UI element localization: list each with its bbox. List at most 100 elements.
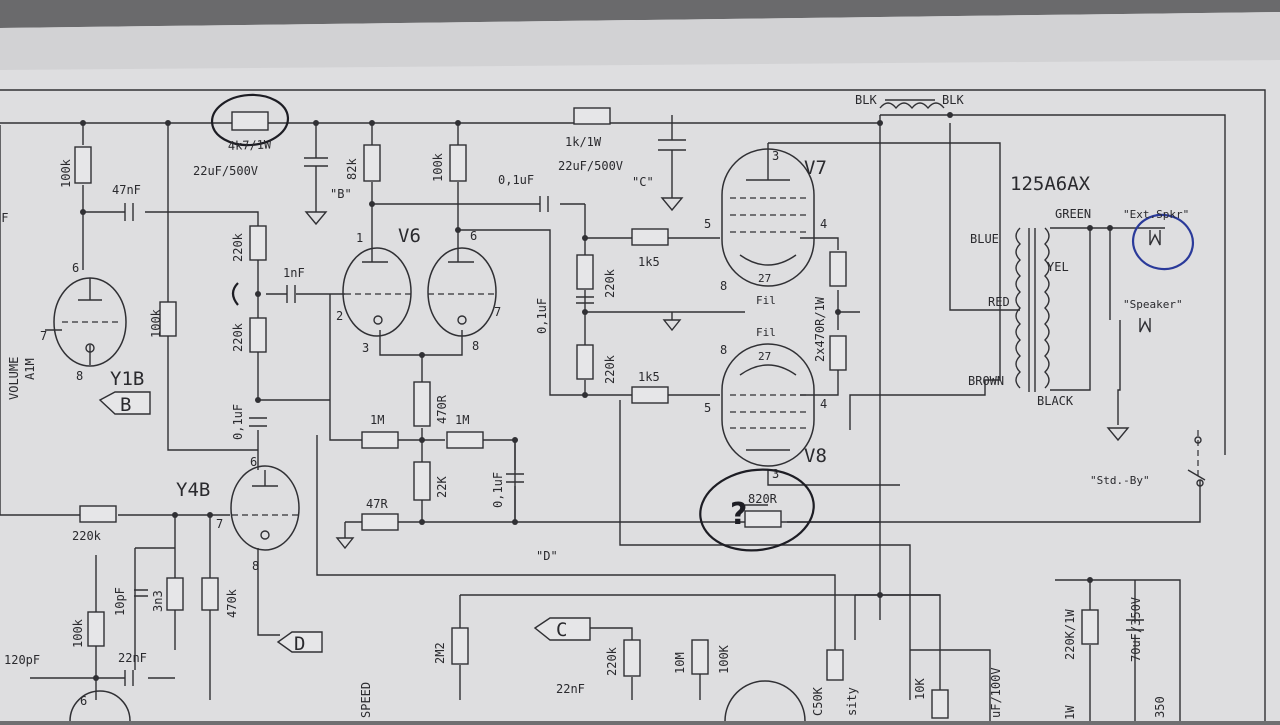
pin-lower-6: 6 [80, 694, 87, 708]
label-tube-v6: V6 [398, 225, 421, 247]
label-c-01uf-c: 0,1uF [231, 404, 245, 440]
tube-lower [69, 680, 806, 722]
flag-connectors [98, 391, 591, 653]
pin-v6-6: 6 [470, 229, 477, 243]
label-speed: SPEED [359, 682, 373, 718]
label-1w: 1W [1063, 705, 1077, 720]
pin-v6-3: 3 [362, 341, 369, 355]
label-c-22uf-b: 22uF/500V [558, 159, 623, 173]
label-r-470r: 470R [435, 394, 449, 424]
pin-v8-5: 5 [704, 401, 711, 415]
label-r-22k: 22K [435, 476, 449, 498]
label-green: GREEN [1055, 207, 1091, 221]
wiring [0, 89, 1266, 721]
label-r-1m-a: 1M [370, 413, 384, 427]
label-volume: VOLUME [7, 357, 21, 400]
label-r-100k-v6: 100k [431, 152, 445, 182]
label-c-c50k: C50K [811, 686, 825, 716]
pin-v8-8: 8 [720, 343, 727, 357]
label-fil-a: Fil [756, 294, 776, 307]
handwritten-marks [210, 93, 1195, 552]
labels: 4k7/1W 22uF/500V 1k/1W 22uF/500V "B" "C"… [0, 93, 1189, 720]
label-red: RED [988, 295, 1010, 309]
flag-letter-d: D [294, 633, 305, 655]
paper-sheet [0, 12, 1280, 721]
label-a1m: A1M [23, 358, 37, 380]
tube-v7 [721, 143, 815, 287]
label-r-1k-1w: 1k/1W [565, 135, 602, 149]
label-ext-spkr: "Ext.Spkr" [1123, 208, 1189, 221]
label-r-220k-b: 220k [231, 322, 245, 352]
label-r-220k-d: 220k [603, 354, 617, 384]
label-black: BLACK [1037, 394, 1074, 408]
label-r-10m: 10M [673, 652, 687, 674]
label-r-10k: 10K [913, 678, 927, 700]
flag-b [98, 391, 151, 415]
label-c-120pf: 120pF [4, 653, 40, 667]
pin-v4b-6: 6 [250, 455, 257, 469]
tube-v4b [230, 465, 300, 551]
label-c-01uf-b: 0,1uF [535, 298, 549, 334]
label-r-820r: 820R [748, 492, 778, 506]
label-d-top: "D" [536, 549, 558, 563]
label-fil-b: Fil [756, 326, 776, 339]
label-c-10pf: 10pF [113, 587, 127, 616]
label-r-47r: 47R [366, 497, 388, 511]
resistor-bodies [74, 107, 1099, 719]
label-r-2x470r: 2x470R/1W [813, 296, 827, 362]
label-tube-v4b: Y4B [176, 479, 210, 501]
pin-v6-1: 1 [356, 231, 363, 245]
label-r-220k-1w: 220K/1W [1063, 609, 1077, 660]
label-r-82k: 82k [345, 158, 359, 180]
pin-v1b-7: 7 [40, 329, 47, 343]
label-r-3n3: 3n3 [151, 590, 165, 612]
ink-circle-820r [699, 468, 815, 552]
label-c-70uf: 70uF/350V [1129, 597, 1143, 662]
pin-v6-8: 8 [472, 339, 479, 353]
label-r-220k-c: 220k [603, 268, 617, 298]
capacitor-symbols [124, 115, 1144, 686]
ink-circle-4k7 [210, 93, 290, 147]
label-r-470k: 470k [225, 588, 239, 618]
flag-letter-c: C [556, 619, 567, 641]
label-c-01uf-a: 0,1uF [498, 173, 534, 187]
label-r-1k5-a: 1k5 [638, 255, 660, 269]
label-blk-right: BLK [942, 93, 964, 107]
pin-v8-27: 27 [758, 350, 771, 363]
label-r-1m-b: 1M [455, 413, 469, 427]
label-node-c: "C" [632, 175, 654, 189]
pin-v7-5: 5 [704, 217, 711, 231]
label-r-2m2: 2M2 [433, 642, 447, 664]
label-c-22nf-b: 22nF [118, 651, 147, 665]
pin-v8-3: 3 [772, 467, 779, 481]
label-intensity: sity [845, 687, 859, 716]
pin-v8-4: 4 [820, 397, 827, 411]
pin-v7-3: 3 [772, 149, 779, 163]
output-transformer [879, 99, 1050, 392]
label-standby: "Std.-By" [1090, 474, 1150, 487]
pin-v6-7: 7 [494, 305, 501, 319]
label-r-4k7: 4k7/1W [228, 137, 273, 153]
jack-symbols [1139, 230, 1161, 333]
label-tube-v8: V8 [804, 445, 827, 467]
label-c-1nf: 1nF [283, 266, 305, 280]
label-blk-left: BLK [855, 93, 877, 107]
label-blue: BLUE [970, 232, 999, 246]
label-tube-v7: V7 [804, 157, 827, 179]
flag-letter-b: B [120, 394, 131, 416]
junction-dots [80, 112, 1113, 681]
label-c-22nf-a: 22nF [556, 682, 585, 696]
label-r-100k-lower2: 100K [717, 644, 731, 674]
label-c-01uf-d: 0,1uF [491, 472, 505, 508]
pin-v7-27: 27 [758, 272, 771, 285]
label-node-b: "B" [330, 187, 352, 201]
label-350: 350 [1153, 696, 1167, 718]
ink-question-mark: ? [730, 497, 747, 532]
label-brown: BROWN [968, 374, 1004, 388]
label-r-1k5-b: 1k5 [638, 370, 660, 384]
tube-v8 [721, 343, 815, 467]
tube-v1b [45, 277, 127, 367]
pin-v4b-7: 7 [216, 517, 223, 531]
label-c-22uf-a: 22uF/500V [193, 164, 258, 178]
